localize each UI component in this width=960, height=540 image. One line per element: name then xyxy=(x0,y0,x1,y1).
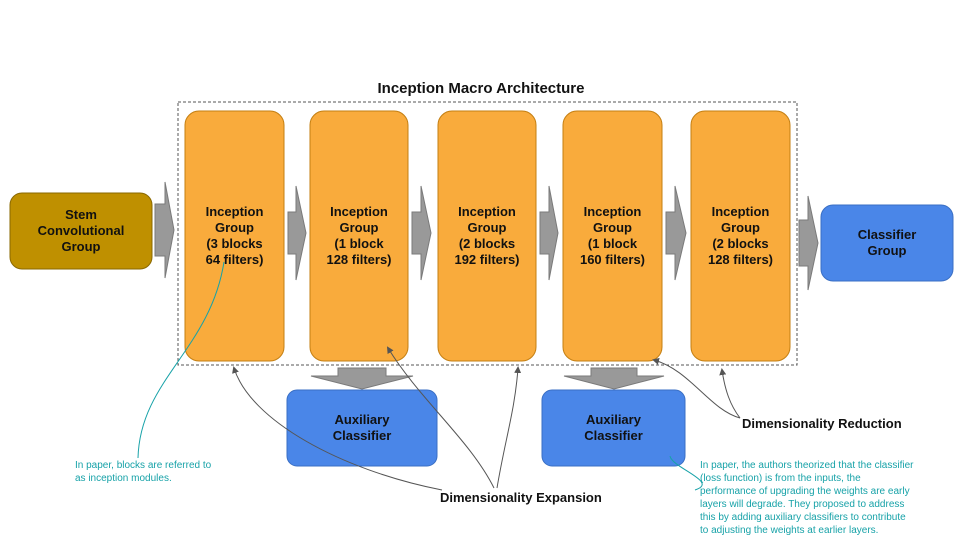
expansion-connector-1 xyxy=(232,366,443,491)
inception-group-block-3[interactable] xyxy=(437,110,537,362)
auxiliary-classifier-block-1[interactable] xyxy=(286,389,438,467)
inception-group-block-4[interactable] xyxy=(562,110,663,362)
reduction-connector-2 xyxy=(719,368,741,419)
reduction-connector-1 xyxy=(652,357,741,419)
flow-arrow-group1-to-group2 xyxy=(287,185,307,281)
inception-group-block-5[interactable] xyxy=(690,110,791,362)
expansion-connector-3 xyxy=(496,366,522,489)
flow-arrow-to-auxiliary-2 xyxy=(563,367,665,390)
auxiliary-classifiers-note: In paper, the authors theorized that the… xyxy=(700,460,914,536)
stem-block[interactable] xyxy=(9,192,153,270)
macro-architecture-boundary xyxy=(177,101,798,366)
expansion-connector-2 xyxy=(386,346,495,489)
flow-arrow-group4-to-group5 xyxy=(665,185,687,281)
auxiliary-classifier-block-2[interactable] xyxy=(541,389,686,467)
flow-arrow-group5-to-classifier xyxy=(798,195,819,291)
flow-arrow-group2-to-group3 xyxy=(411,185,432,281)
flow-arrow-to-auxiliary-1 xyxy=(310,367,414,390)
modules-note-connector xyxy=(137,261,225,459)
flow-arrow-stem-to-group1 xyxy=(154,181,175,279)
classifier-group-block[interactable] xyxy=(820,204,954,282)
inception-modules-note: In paper, blocks are referred to as ince… xyxy=(75,460,212,484)
inception-group-block-2[interactable] xyxy=(309,110,409,362)
auxiliary-note-connector xyxy=(669,455,703,491)
flow-arrow-group3-to-group4 xyxy=(539,185,559,281)
inception-group-block-1[interactable] xyxy=(184,110,285,362)
